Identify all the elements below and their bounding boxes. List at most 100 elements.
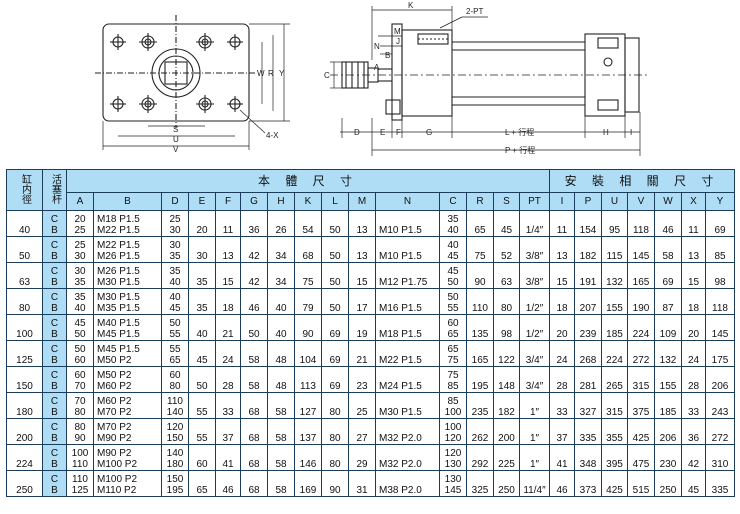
cell-x: 11 bbox=[681, 210, 706, 237]
cell-g: 68 bbox=[240, 444, 268, 471]
col-header-d: D bbox=[161, 192, 189, 211]
cell-r: 90 bbox=[466, 262, 494, 289]
cell-w: 87 bbox=[654, 288, 682, 315]
cell-s: 98 bbox=[493, 314, 520, 341]
rod-type-cell: C B bbox=[42, 444, 67, 471]
bore-cell: 50 bbox=[6, 236, 43, 263]
cell-c: 60 65 bbox=[439, 314, 467, 341]
cell-m: 13 bbox=[348, 210, 376, 237]
cell-i: 18 bbox=[549, 288, 575, 315]
cell-w: 109 bbox=[654, 314, 682, 341]
rod-type-cell: C B bbox=[42, 314, 67, 341]
cell-i: 33 bbox=[549, 392, 575, 419]
cell-g: 46 bbox=[240, 288, 268, 315]
cell-h: 58 bbox=[267, 470, 295, 497]
col-header-h: H bbox=[267, 192, 295, 211]
cell-k: 169 bbox=[294, 470, 322, 497]
cell-l: 50 bbox=[321, 288, 349, 315]
cell-g: 68 bbox=[240, 418, 268, 445]
cell-e: 50 bbox=[188, 366, 216, 393]
cell-n: M32 P2.0 bbox=[375, 418, 440, 445]
cell-r: 262 bbox=[466, 418, 494, 445]
cell-b: M45 P1.5 M50 P2 bbox=[93, 340, 162, 367]
cell-x: 28 bbox=[681, 366, 706, 393]
cell-g: 50 bbox=[240, 314, 268, 341]
cell-a: 60 70 bbox=[66, 366, 94, 393]
side-view bbox=[330, 6, 650, 156]
cell-w: 206 bbox=[654, 418, 682, 445]
col-header-p: P bbox=[574, 192, 602, 211]
cell-v: 118 bbox=[627, 210, 655, 237]
label-n: N bbox=[374, 42, 380, 51]
rod-type-cell: C B bbox=[42, 340, 67, 367]
cell-m: 17 bbox=[348, 288, 376, 315]
cell-u: 132 bbox=[601, 262, 628, 289]
col-header-e: E bbox=[188, 192, 216, 211]
cell-n: M22 P1.5 bbox=[375, 340, 440, 367]
cell-l: 69 bbox=[321, 314, 349, 341]
cell-c: 50 55 bbox=[439, 288, 467, 315]
cell-d: 40 45 bbox=[161, 288, 189, 315]
col-header-s: S bbox=[493, 192, 520, 211]
cell-h: 58 bbox=[267, 444, 295, 471]
cell-b: M70 P2 M90 P2 bbox=[93, 418, 162, 445]
cell-r: 110 bbox=[466, 288, 494, 315]
cell-h: 48 bbox=[267, 340, 295, 367]
cell-d: 60 80 bbox=[161, 366, 189, 393]
cylinder-drawing: W R Y S U V 4-X K M N B A C D E F G H I … bbox=[95, 1, 650, 156]
cell-g: 42 bbox=[240, 262, 268, 289]
cell-g: 68 bbox=[240, 392, 268, 419]
cell-e: 55 bbox=[188, 392, 216, 419]
cell-r: 235 bbox=[466, 392, 494, 419]
cell-pt: 11/4″ bbox=[519, 470, 550, 497]
col-header-c: C bbox=[439, 192, 467, 211]
cell-s: 63 bbox=[493, 262, 520, 289]
cell-r: 65 bbox=[466, 210, 494, 237]
cell-y: 310 bbox=[704, 444, 736, 471]
cell-s: 52 bbox=[493, 236, 520, 263]
label-2pt: 2-PT bbox=[466, 7, 483, 16]
cell-g: 68 bbox=[240, 470, 268, 497]
label-d: D bbox=[354, 128, 360, 137]
cell-h: 48 bbox=[267, 366, 295, 393]
cell-b: M18 P1.5 M22 P1.5 bbox=[93, 210, 162, 237]
cell-y: 272 bbox=[704, 418, 736, 445]
label-f: F bbox=[396, 128, 401, 137]
cell-e: 60 bbox=[188, 444, 216, 471]
cell-a: 100 110 bbox=[66, 444, 94, 471]
cell-c: 100 120 bbox=[439, 418, 467, 445]
col-header-pt: PT bbox=[519, 192, 550, 211]
cell-c: 65 75 bbox=[439, 340, 467, 367]
cell-y: 335 bbox=[704, 470, 736, 497]
cell-m: 19 bbox=[348, 314, 376, 341]
label-l-stroke: L + 行程 bbox=[505, 127, 534, 137]
rod-type-cell: C B bbox=[42, 236, 67, 263]
cell-f: 24 bbox=[215, 340, 241, 367]
cell-pt: 1/2″ bbox=[519, 288, 550, 315]
cell-u: 265 bbox=[601, 366, 628, 393]
header-bore: 缸内徑 bbox=[6, 169, 43, 211]
cell-h: 58 bbox=[267, 418, 295, 445]
cell-x: 20 bbox=[681, 314, 706, 341]
col-header-m: M bbox=[348, 192, 376, 211]
cell-c: 130 145 bbox=[439, 470, 467, 497]
cell-n: M32 P2.0 bbox=[375, 444, 440, 471]
cell-n: M12 P1.75 bbox=[375, 262, 440, 289]
cell-pt: 1/2″ bbox=[519, 314, 550, 341]
cell-v: 425 bbox=[627, 418, 655, 445]
rod-type-cell: C B bbox=[42, 288, 67, 315]
label-w: W bbox=[257, 69, 265, 78]
cell-k: 90 bbox=[294, 314, 322, 341]
label-u: U bbox=[173, 135, 179, 144]
cell-a: 50 60 bbox=[66, 340, 94, 367]
cell-f: 15 bbox=[215, 262, 241, 289]
cell-f: 46 bbox=[215, 470, 241, 497]
bore-cell: 180 bbox=[6, 392, 43, 419]
cell-m: 13 bbox=[348, 236, 376, 263]
cell-e: 35 bbox=[188, 262, 216, 289]
